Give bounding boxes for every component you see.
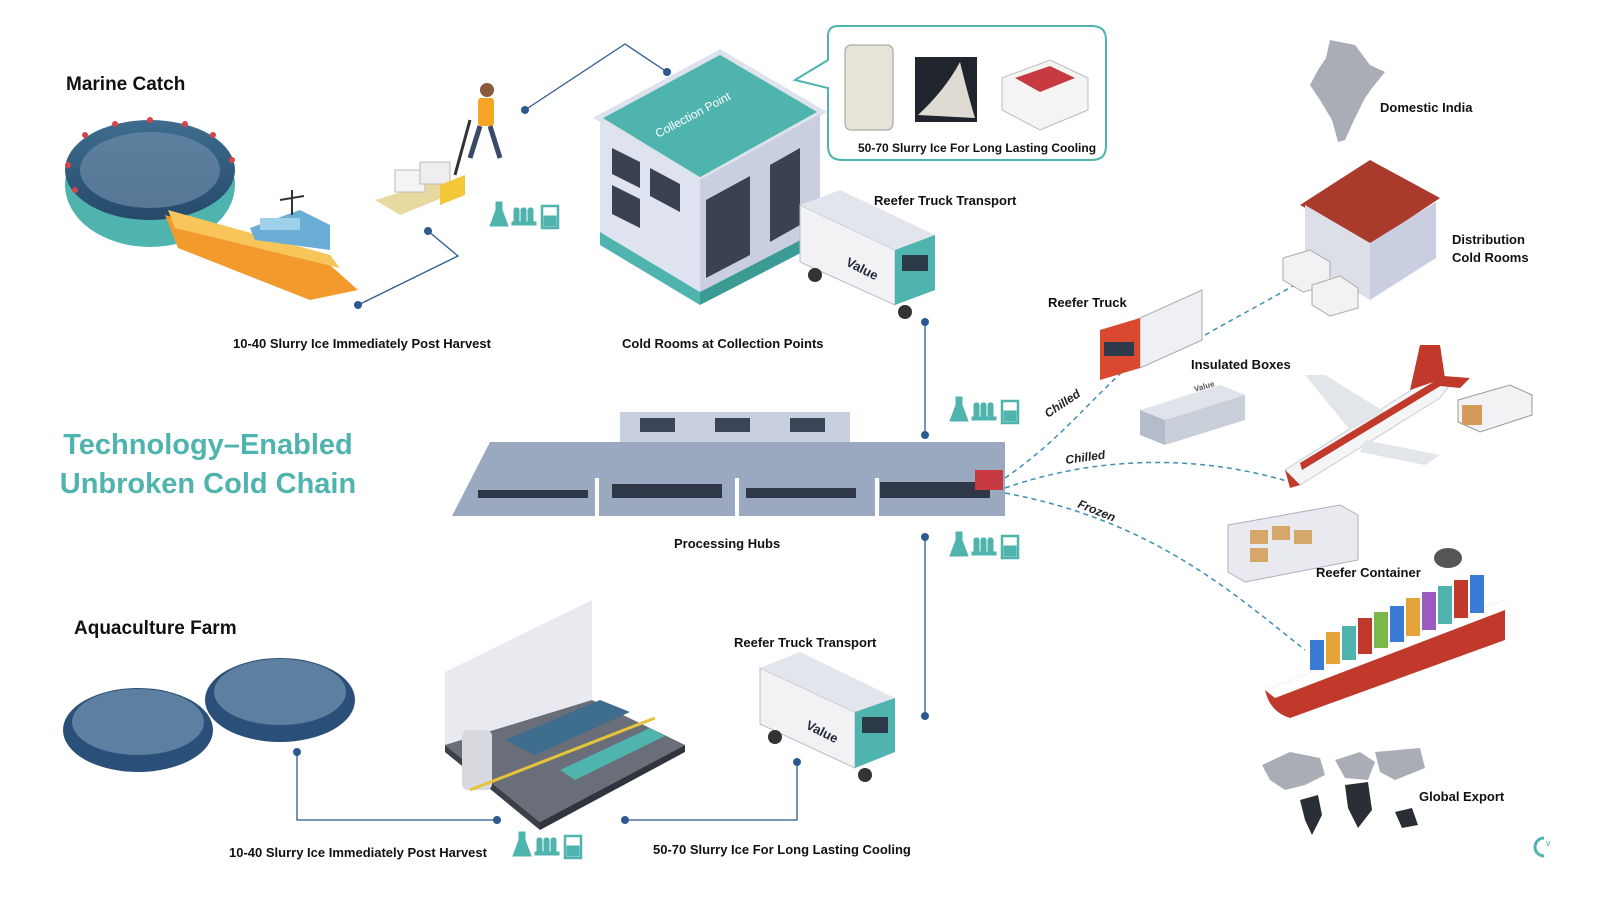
processing-hub: [452, 412, 1005, 516]
delivery-van: [1457, 384, 1533, 433]
dest-distribution-line1: Distribution: [1452, 232, 1525, 247]
company-logo: v: [1533, 836, 1551, 858]
reefer-truck-top: [799, 190, 935, 319]
connector-lines: [296, 43, 926, 821]
caption-cold-rooms: Cold Rooms at Collection Points: [622, 336, 824, 351]
caption-reefer-top: Reefer Truck Transport: [874, 193, 1017, 208]
dest-distribution-cold-rooms: Distribution Cold Rooms: [1452, 231, 1529, 267]
caption-aqua-cooling: 50-70 Slurry Ice For Long Lasting Coolin…: [653, 842, 911, 857]
dest-insulated-boxes: Insulated Boxes: [1191, 357, 1291, 372]
aquaculture-facility: [445, 600, 685, 830]
hero-title: Technology–Enabled Unbroken Cold Chain: [58, 426, 358, 504]
dest-reefer-truck: Reefer Truck: [1048, 295, 1127, 310]
svg-text:v: v: [1546, 838, 1551, 848]
world-map: [1262, 748, 1425, 835]
caption-processing-hubs: Processing Hubs: [674, 536, 781, 551]
section-aquaculture-farm: Aquaculture Farm: [74, 618, 237, 639]
test-tubes-icon: [971, 537, 997, 556]
hero-title-line2: Unbroken Cold Chain: [59, 468, 357, 500]
collection-point-building: [592, 49, 828, 305]
aquaculture-ponds: [63, 658, 355, 772]
beaker-icon: [1000, 534, 1020, 560]
reefer-truck-export: [1100, 289, 1203, 380]
lab-flask-icon: [489, 201, 509, 227]
caption-marine-slurry: 10-40 Slurry Ice Immediately Post Harves…: [233, 336, 491, 351]
lab-flask-icon: [949, 531, 969, 557]
test-tubes-icon: [534, 837, 560, 856]
lab-flask-icon: [949, 396, 969, 422]
beaker-icon: [563, 834, 583, 860]
worker-pallet-jack: [375, 83, 503, 215]
beaker-fill: [566, 845, 580, 857]
test-tubes-icon: [971, 402, 997, 421]
lab-icon-set: [489, 201, 560, 230]
slurry-ice-inset: [792, 25, 1107, 161]
india-map: [1310, 40, 1385, 142]
caption-aqua-slurry: 10-40 Slurry Ice Immediately Post Harves…: [229, 845, 487, 860]
route-label-air: Chilled: [1064, 447, 1106, 467]
lab-icon-set: [949, 396, 1020, 425]
beaker-icon: [540, 204, 560, 230]
connector-dots: [293, 68, 929, 824]
dest-reefer-container: Reefer Container: [1316, 565, 1421, 580]
caption-reefer-bottom: Reefer Truck Transport: [734, 635, 877, 650]
hero-title-line1: Technology–Enabled: [63, 429, 353, 461]
insulated-box: [1140, 385, 1245, 445]
lab-icon-set: [949, 531, 1020, 560]
dest-domestic-india: Domestic India: [1380, 100, 1473, 115]
export-routes: [1004, 269, 1321, 651]
distribution-building: [1282, 160, 1440, 317]
beaker-fill: [543, 215, 557, 227]
test-tubes-icon: [511, 207, 537, 226]
beaker-fill: [1003, 410, 1017, 422]
cargo-airplane: [1284, 345, 1470, 488]
reefer-truck-bottom: [759, 652, 895, 782]
dest-distribution-line2: Cold Rooms: [1452, 250, 1529, 265]
cargo-ship: [1265, 548, 1505, 718]
marine-net-pen: [65, 117, 235, 247]
dest-global-export: Global Export: [1419, 789, 1505, 804]
section-marine-catch: Marine Catch: [66, 74, 186, 95]
fishing-boat: [165, 190, 358, 300]
beaker-icon: [1000, 399, 1020, 425]
lab-icon-set: [512, 831, 583, 860]
beaker-fill: [1003, 545, 1017, 557]
reefer-container: [1227, 504, 1359, 583]
lab-flask-icon: [512, 831, 532, 857]
caption-inset-cooling: 50-70 Slurry Ice For Long Lasting Coolin…: [858, 141, 1097, 155]
